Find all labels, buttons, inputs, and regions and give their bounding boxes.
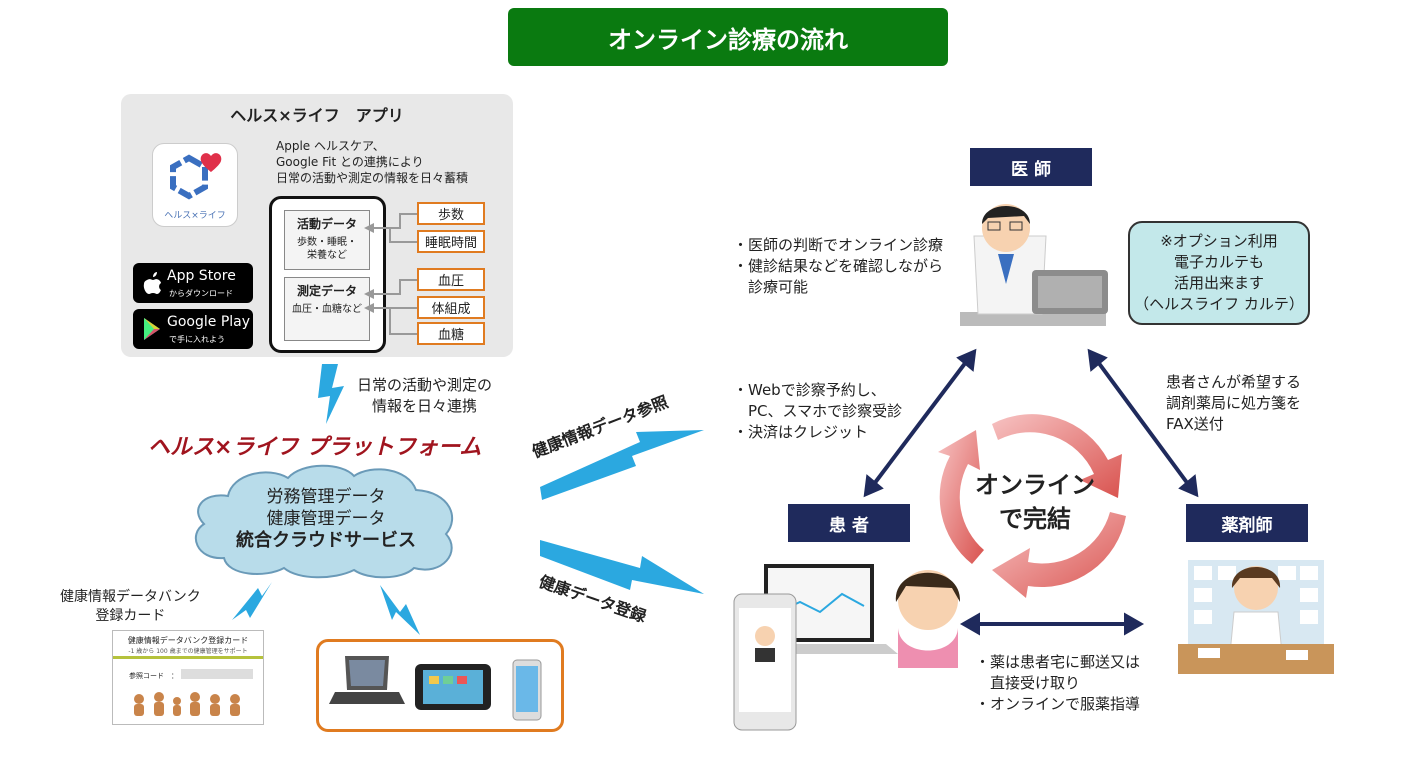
app-title: ヘルス×ライフ アプリ — [230, 106, 404, 125]
devices-icon — [329, 656, 542, 721]
card-reference-field — [181, 669, 253, 679]
metric-blood-sugar: 血糖 — [417, 322, 485, 345]
family-people-icon — [134, 692, 240, 716]
patient-role-badge: 患 者 — [788, 504, 910, 542]
app-icon[interactable] — [152, 143, 238, 227]
devices-box — [316, 639, 564, 732]
doctor-illustration — [960, 204, 1108, 326]
cycle-arrows-icon — [938, 414, 1126, 598]
cloud-text: 労務管理データ 健康管理データ 統合クラウドサービス — [188, 486, 464, 552]
app-store-label: App Store — [167, 268, 236, 284]
platform-title: ヘルス×ライフ プラットフォーム — [148, 435, 482, 460]
option-box: ※オプション利用 電子カルテも 活用出来ます （ヘルスライフ カルテ） — [1128, 221, 1310, 325]
activity-data-title: 活動データ — [296, 217, 357, 231]
measure-data-title: 測定データ — [296, 284, 357, 298]
bank-registration-card: 健康情報データバンク登録カード -1 歳から 100 歳までの健康管理をサポート… — [112, 630, 264, 725]
delivery-text: ・薬は患者宅に郵送又は 直接受け取り ・オンラインで服薬指導 — [975, 653, 1141, 713]
app-description: Apple ヘルスケア、 Google Fit との連携により 日常の活動や測定… — [276, 139, 469, 185]
hexagon-heart-icon — [170, 153, 222, 200]
page-title: オンライン診療の流れ — [508, 8, 948, 66]
cloud-line-2: 健康管理データ — [266, 509, 386, 529]
metric-blood-pressure: 血圧 — [417, 268, 485, 291]
metric-body-composition: 体組成 — [417, 296, 485, 319]
google-play-icon — [144, 318, 160, 340]
app-icon-label: ヘルス×ライフ — [164, 211, 226, 221]
pharmacist-illustration — [1178, 560, 1334, 674]
cloud-line-1: 労務管理データ — [266, 487, 386, 507]
card-subtitle: -1 歳から 100 歳までの健康管理をサポート — [128, 648, 248, 655]
app-store-sub: からダウンロード — [169, 289, 233, 298]
measure-data-sub: 血圧・血糖など — [292, 304, 362, 315]
apple-icon — [143, 272, 161, 294]
sync-text: 日常の活動や測定の 情報を日々連携 — [357, 376, 493, 415]
google-play-sub: で手に入れよう — [169, 335, 225, 344]
center-text: オンライン で完結 — [975, 471, 1095, 533]
metric-sleep: 睡眠時間 — [417, 230, 485, 253]
doctor-text: ・医師の判断でオンライン診療 ・健診結果などを確認しながら 診療可能 — [733, 236, 944, 296]
cloud-line-3: 統合クラウドサービス — [236, 530, 416, 551]
patient-illustration — [733, 564, 961, 731]
card-title: 健康情報データバンク登録カード — [127, 636, 249, 645]
patient-text: ・Webで診察予約し、 PC、スマホで診察受診 ・決済はクレジット — [733, 381, 903, 441]
card-reference-code: 参照コード ： — [129, 672, 178, 680]
card-divider — [113, 656, 263, 659]
cloud-shape — [194, 464, 454, 579]
google-play-label: Google Play — [167, 314, 251, 330]
metric-steps: 歩数 — [417, 202, 485, 225]
metric-connector-lines — [364, 213, 417, 335]
activity-data-box: 活動データ 歩数・睡眠・ 栄養など — [284, 210, 370, 270]
app-store-button[interactable]: App Store からダウンロード — [133, 263, 253, 303]
bank-card-label: 健康情報データバンク 登録カード — [60, 589, 201, 624]
google-play-button[interactable]: Google Play で手に入れよう — [133, 309, 253, 349]
doctor-role-badge: 医 師 — [970, 148, 1092, 186]
measure-data-box: 測定データ 血圧・血糖など — [284, 277, 370, 341]
pharmacy-text: 患者さんが希望する 調剤薬局に処方箋を FAX送付 — [1166, 373, 1302, 433]
pharmacist-role-badge: 薬剤師 — [1186, 504, 1308, 542]
activity-data-sub: 歩数・睡眠・ 栄養など — [297, 237, 357, 261]
